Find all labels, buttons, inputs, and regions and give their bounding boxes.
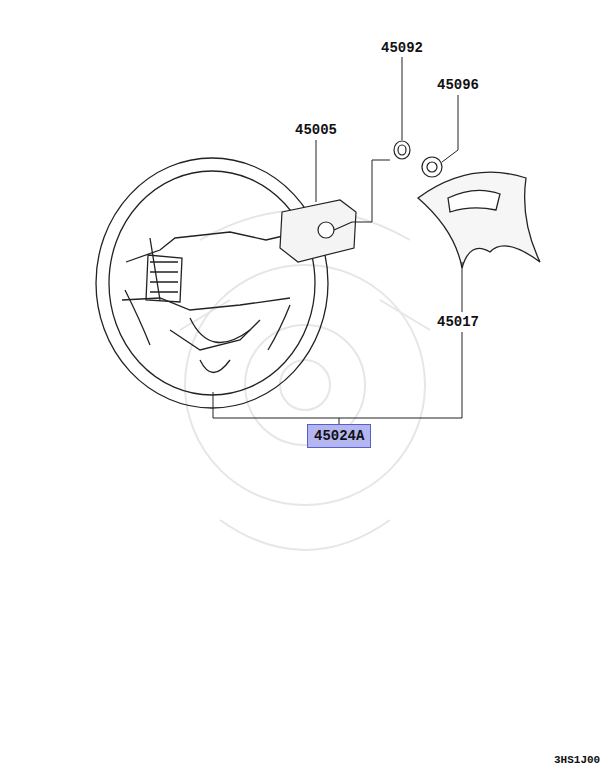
- callout-number: 45096: [436, 77, 480, 93]
- callout-number: 45005: [294, 122, 338, 138]
- leader-lines: [213, 57, 462, 424]
- leader-line: [352, 160, 390, 222]
- nut: [422, 157, 442, 177]
- pad-cover: [418, 172, 540, 268]
- callout-number: 45092: [380, 40, 424, 56]
- diagram-code: 3HS1J00: [553, 752, 601, 768]
- ring: [394, 141, 410, 159]
- watermark: [180, 210, 430, 550]
- airbag-module: [280, 200, 356, 262]
- highlight-box: 45024A: [307, 424, 371, 448]
- steering-wheel: [96, 158, 328, 408]
- part-number: 45024A: [314, 428, 364, 444]
- callout-number: 45017: [436, 314, 480, 330]
